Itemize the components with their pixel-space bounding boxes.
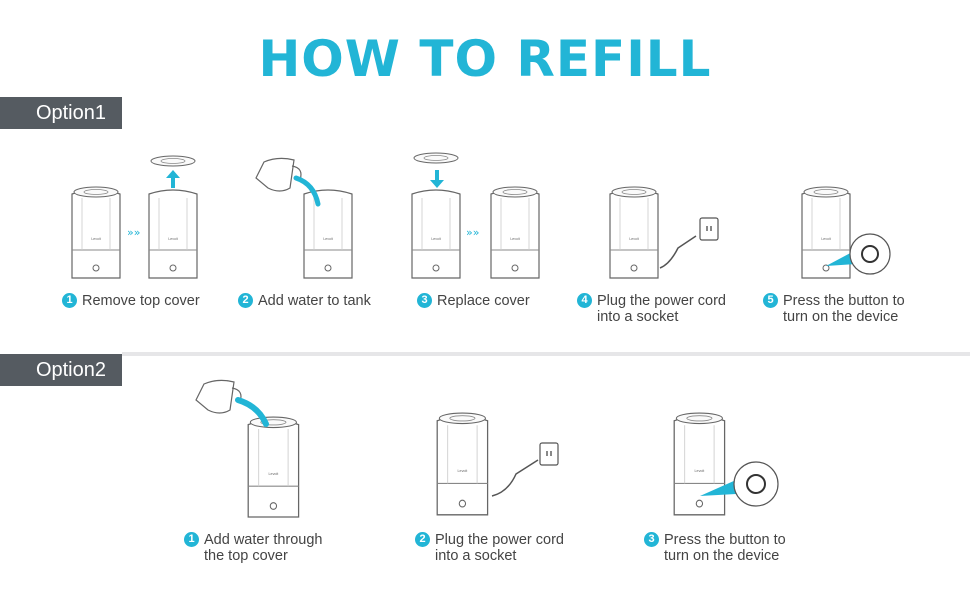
humidifier-icon (490, 186, 540, 279)
double-chevron-icon: »» (127, 226, 140, 239)
power-cord-icon (491, 459, 539, 497)
option1-step-4: 4 Plug the power cord into a socket (577, 293, 726, 325)
option1-step-3: 3 Replace cover (417, 293, 530, 309)
option2-step-1: 1 Add water through the top cover (184, 532, 323, 564)
arrow-down-icon (430, 170, 444, 188)
option2-step-2: 2 Plug the power cord into a socket (415, 532, 564, 564)
option2-tab: Option2 (0, 354, 122, 386)
plug-icon (699, 217, 719, 241)
humidifier-icon (247, 416, 300, 518)
arrow-up-icon (166, 170, 180, 188)
option2-divider (122, 352, 970, 356)
double-chevron-icon: »» (466, 226, 479, 239)
power-button-icon (826, 233, 891, 275)
svg-text:»»: »» (466, 226, 479, 239)
option2-step-3: 3 Press the button to turn on the device (644, 532, 786, 564)
option1-tab: Option1 (0, 97, 122, 129)
water-stream-icon (293, 175, 321, 207)
top-cover-icon (413, 152, 459, 164)
humidifier-icon (436, 412, 489, 516)
humidifier-icon (411, 189, 461, 279)
power-cord-icon (659, 235, 697, 269)
plug-icon (539, 442, 559, 466)
option1-step-5: 5 Press the button to turn on the device (763, 293, 905, 325)
humidifier-icon (148, 189, 198, 279)
svg-text:»»: »» (127, 226, 140, 239)
water-stream-icon (235, 397, 269, 427)
power-button-icon (700, 461, 779, 507)
option1-step-1: 1 Remove top cover (62, 293, 200, 309)
option1-step-2: 2 Add water to tank (238, 293, 371, 309)
humidifier-icon (71, 186, 121, 279)
page-title: HOW TO REFILL (258, 30, 712, 88)
